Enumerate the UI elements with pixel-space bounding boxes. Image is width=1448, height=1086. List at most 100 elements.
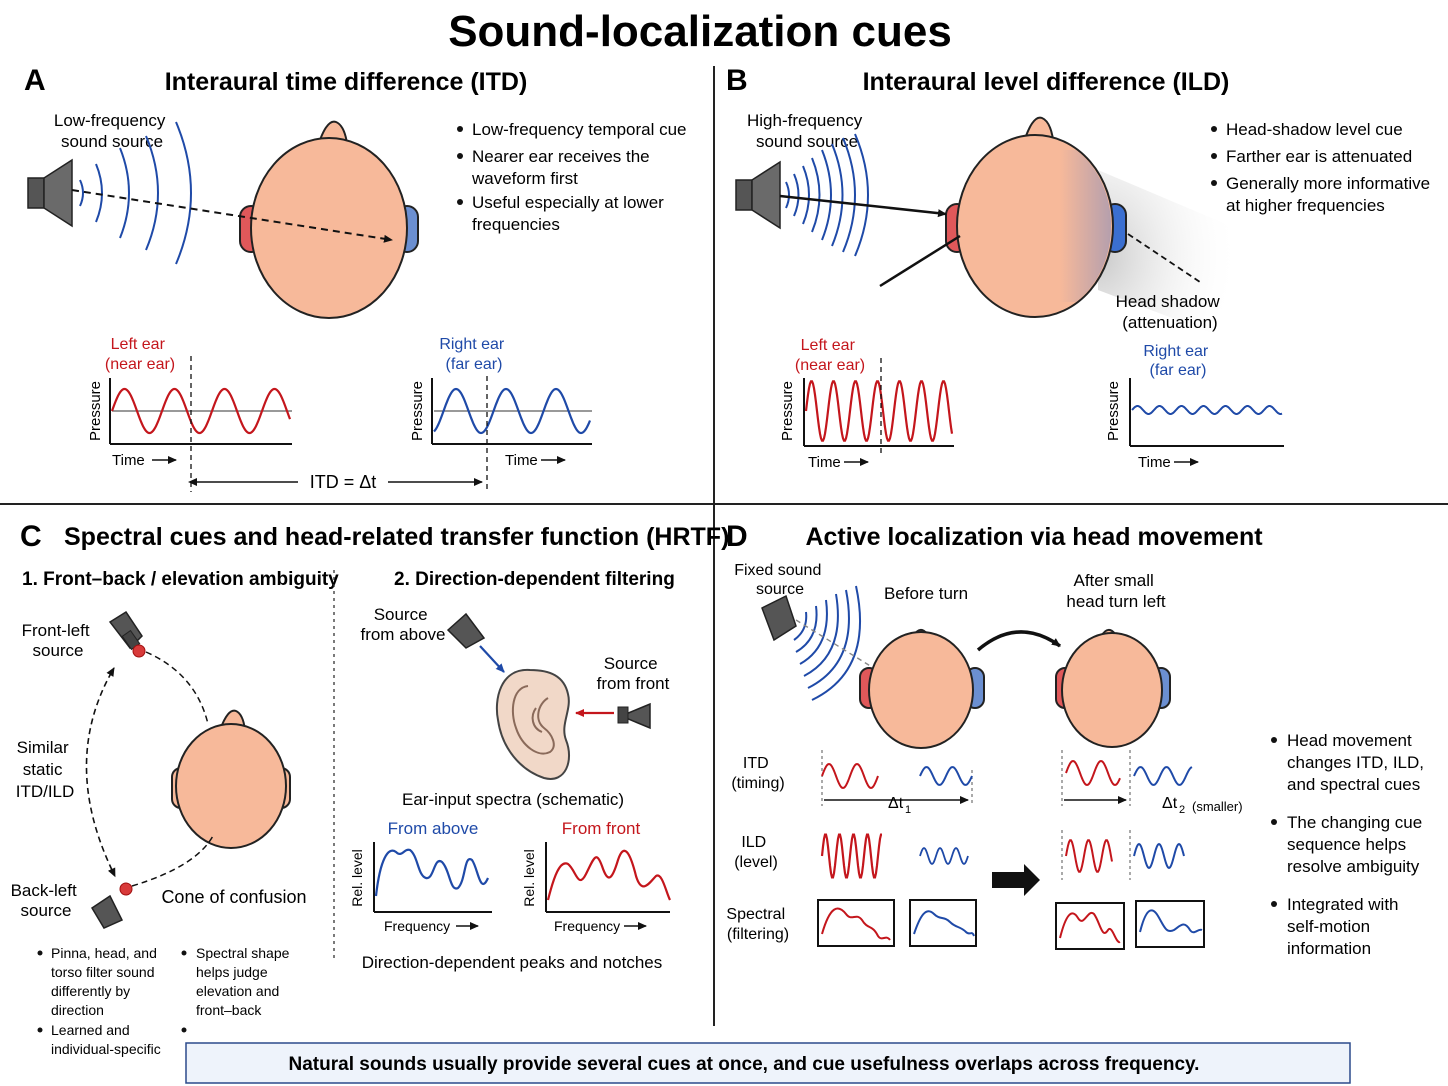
panel-c-sub2: 2. Direction-dependent filtering <box>394 569 675 590</box>
svg-text:helps judge: helps judge <box>196 964 268 980</box>
svg-text:(smaller): (smaller) <box>1192 799 1243 814</box>
ambiguity-arrow <box>85 667 116 878</box>
panel-c-sub1: 1. Front–back / elevation ambiguity <box>22 569 339 590</box>
head-turn-arrow <box>976 630 1062 652</box>
ild-before-near <box>820 833 883 879</box>
head-top-view-c <box>171 709 291 849</box>
svg-text:Spectral shape: Spectral shape <box>196 945 290 961</box>
svg-text:Pressure: Pressure <box>409 381 426 441</box>
svg-text:Pressure: Pressure <box>779 381 796 441</box>
svg-text:Pinna, head, and: Pinna, head, and <box>51 945 157 961</box>
panel-d-wavefronts <box>793 585 861 701</box>
front-left-speaker-icon <box>108 610 143 651</box>
panel-c-bullets-left: Pinna, head, and torso filter sound diff… <box>37 945 161 1057</box>
svg-text:and spectral cues: and spectral cues <box>1287 775 1420 794</box>
svg-text:resolve ambiguity: resolve ambiguity <box>1287 857 1420 876</box>
svg-text:Time: Time <box>1138 454 1171 471</box>
head-shadow-region <box>1098 170 1240 340</box>
similar-label: Similar static ITD/ILD <box>16 738 75 801</box>
before-turn-label: Before turn <box>884 584 968 603</box>
panel-b-letter: B <box>726 64 748 97</box>
low-frequency-wavefronts <box>79 121 192 265</box>
back-left-speaker-icon <box>90 894 124 929</box>
panel-a: A Interaural time difference (ITD) Low-f… <box>24 64 687 492</box>
svg-text:Rel. level: Rel. level <box>521 849 537 907</box>
svg-text:Useful especially at lower: Useful especially at lower <box>472 193 664 212</box>
spectral-before-near <box>817 899 895 947</box>
high-frequency-speaker-icon <box>735 160 781 230</box>
spectra-title: Ear-input spectra (schematic) <box>402 790 624 809</box>
panel-a-heading: Interaural time difference (ITD) <box>165 68 528 96</box>
svg-text:The changing cue: The changing cue <box>1287 813 1422 832</box>
ild-row-label: ILD (level) <box>734 834 778 871</box>
sound-direction-arrow <box>779 194 947 218</box>
panel-a-right-plot-title: Right ear (far ear) <box>439 336 508 373</box>
panel-a-left-plot: Pressure Time <box>87 378 292 469</box>
itd-after: Δt 2 (smaller) <box>1061 750 1243 816</box>
footer-note: Natural sounds usually provide several c… <box>289 1054 1200 1075</box>
svg-text:frequencies: frequencies <box>472 215 560 234</box>
panel-b-bullets: Head-shadow level cue Farther ear is att… <box>1211 120 1430 215</box>
panel-d-bullets: Head movement changes ITD, ILD, and spec… <box>1271 731 1424 958</box>
svg-text:Δt: Δt <box>888 795 904 812</box>
cone-line-upper <box>145 651 209 725</box>
head-shadow-label: Head shadow (attenuation) <box>1116 292 1225 332</box>
ild-after-near <box>1065 839 1113 873</box>
front-left-source-dot <box>132 644 146 658</box>
panel-a-right-plot: Pressure Time <box>409 378 592 469</box>
itd-before: Δt 1 <box>821 750 973 816</box>
svg-text:Low-frequency temporal cue: Low-frequency temporal cue <box>472 120 687 139</box>
itd-row-label: ITD (timing) <box>731 755 784 792</box>
fixed-speaker-icon <box>761 594 797 642</box>
source-direction-line <box>795 619 881 673</box>
head-before-turn <box>859 628 985 749</box>
back-left-label: Back-left source <box>11 881 82 920</box>
pinna-icon <box>495 668 570 780</box>
svg-text:1: 1 <box>905 804 911 816</box>
peaks-caption: Direction-dependent peaks and notches <box>362 953 663 972</box>
panel-b-left-plot: Pressure Time <box>779 358 954 471</box>
back-left-source-dot <box>119 882 133 896</box>
svg-text:individual-specific: individual-specific <box>51 1041 161 1057</box>
source-front-label: Source from front <box>597 654 670 693</box>
from-front-title: From front <box>562 819 641 838</box>
svg-text:Time: Time <box>808 454 841 471</box>
panel-b-right-plot: Pressure Time <box>1105 378 1284 471</box>
svg-text:Pressure: Pressure <box>1105 381 1122 441</box>
svg-text:Farther ear is attenuated: Farther ear is attenuated <box>1226 147 1412 166</box>
svg-text:Generally more informative: Generally more informative <box>1226 174 1430 193</box>
panel-b: B Interaural level difference (ILD) High… <box>726 64 1430 471</box>
svg-text:Δt: Δt <box>1162 795 1178 812</box>
svg-text:waveform first: waveform first <box>471 169 578 188</box>
spectrum-above-plot: Rel. level Frequency <box>349 842 492 934</box>
svg-text:self-motion: self-motion <box>1287 917 1370 936</box>
panel-d-letter: D <box>726 520 748 553</box>
panel-b-right-plot-title: Right ear (far ear) <box>1143 343 1212 379</box>
svg-text:direction: direction <box>51 1002 104 1018</box>
footer-box <box>185 1042 1351 1084</box>
spectral-after-far <box>1135 900 1205 948</box>
fixed-source-label: Fixed sound source <box>734 562 826 598</box>
svg-text:torso filter sound: torso filter sound <box>51 964 155 980</box>
svg-text:Nearer ear receives the: Nearer ear receives the <box>472 147 650 166</box>
svg-text:Rel. level: Rel. level <box>349 849 365 907</box>
after-turn-label: After small head turn left <box>1066 571 1166 611</box>
front-left-label: Front-left source <box>22 621 95 660</box>
ild-before-far <box>919 846 969 866</box>
figure-title: Sound-localization cues <box>448 7 952 56</box>
panel-a-left-plot-title: Left ear (near ear) <box>105 336 175 373</box>
panel-a-source-label: Low-frequency sound source <box>54 111 170 151</box>
svg-text:Frequency: Frequency <box>384 918 450 934</box>
shadow-boundary-line <box>1127 233 1201 283</box>
panel-c-heading: Spectral cues and head-related transfer … <box>64 523 729 551</box>
head-tangent-line <box>879 234 961 288</box>
low-frequency-speaker-icon <box>27 158 73 228</box>
path-difference-arrow <box>71 189 393 243</box>
source-above-label: Source from above <box>360 605 445 644</box>
head-after-turn <box>1055 628 1171 748</box>
svg-text:at higher frequencies: at higher frequencies <box>1226 196 1385 215</box>
svg-text:Head movement: Head movement <box>1287 731 1412 750</box>
ild-after-dashes <box>1061 830 1131 880</box>
panel-c-letter: C <box>20 520 42 553</box>
svg-text:Time: Time <box>505 452 538 469</box>
